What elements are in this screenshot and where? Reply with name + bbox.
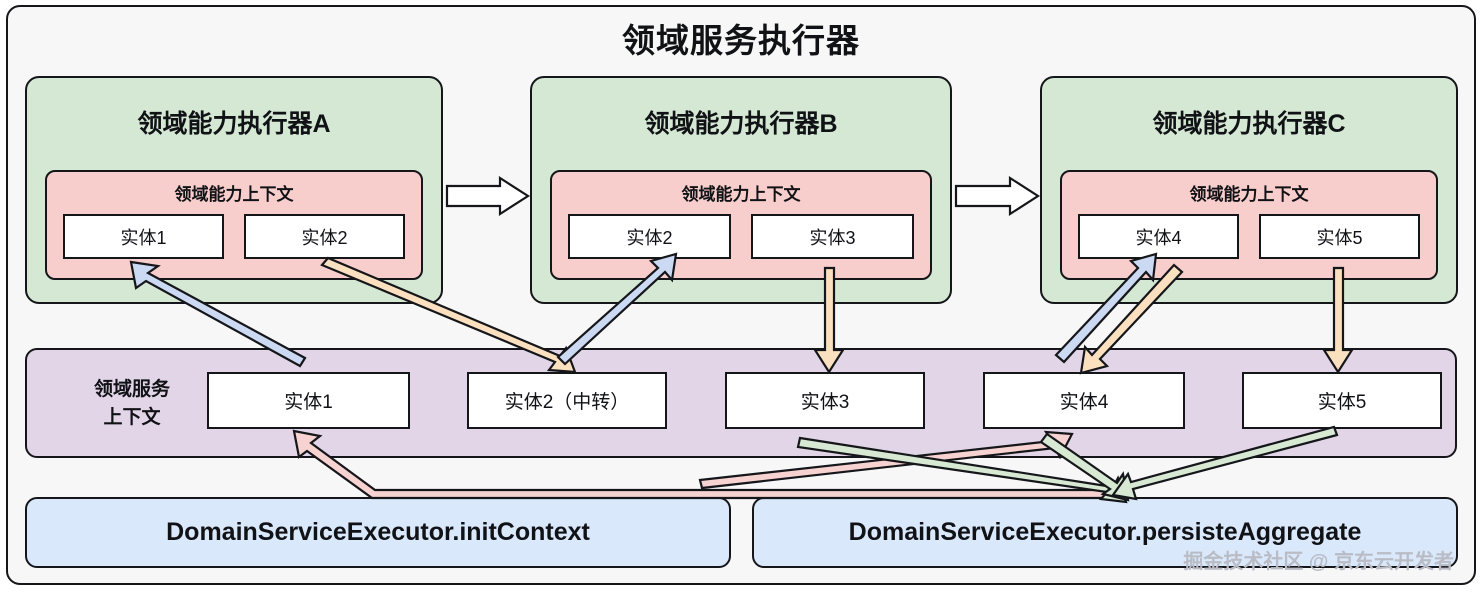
entity-box-c-4[interactable]: 实体4 — [1078, 214, 1239, 259]
capability-context-c-title: 领域能力上下文 — [1189, 185, 1309, 204]
capability-context-a-title: 领域能力上下文 — [174, 185, 294, 204]
domain-service-context-band: 领域服务 上下文 实体1 实体2（中转） 实体3 实体4 实体5 — [25, 348, 1457, 458]
entity-box-c-5[interactable]: 实体5 — [1259, 214, 1420, 259]
domain-service-context-label: 领域服务 上下文 — [57, 376, 207, 432]
service-entity-2-transfer[interactable]: 实体2（中转） — [467, 372, 667, 429]
service-entity-3[interactable]: 实体3 — [725, 372, 925, 429]
method-box-persist-aggregate[interactable]: DomainServiceExecutor.persisteAggregate — [752, 497, 1458, 568]
executor-a-title: 领域能力执行器A — [137, 110, 331, 138]
executor-c-title: 领域能力执行器C — [1152, 110, 1346, 138]
executor-b-title: 领域能力执行器B — [644, 110, 838, 138]
domain-service-context-label-line2: 上下文 — [103, 407, 161, 428]
watermark-text: 掘金技术社区 @ 京东云开发者 — [1183, 551, 1454, 573]
page-title: 领域服务执行器 — [622, 22, 860, 59]
executor-panel-a[interactable]: 领域能力执行器A 领域能力上下文 实体1 实体2 — [25, 76, 443, 304]
entity-box-a-1[interactable]: 实体1 — [63, 214, 224, 259]
capability-context-b: 领域能力上下文 实体2 实体3 — [550, 170, 932, 280]
domain-service-context-label-line1: 领域服务 — [93, 379, 170, 400]
capability-context-b-title: 领域能力上下文 — [681, 185, 801, 204]
service-entity-1[interactable]: 实体1 — [207, 372, 410, 429]
executor-panel-c[interactable]: 领域能力执行器C 领域能力上下文 实体4 实体5 — [1040, 76, 1458, 304]
entity-box-b-3[interactable]: 实体3 — [751, 214, 914, 259]
service-entity-4[interactable]: 实体4 — [983, 372, 1185, 429]
method-box-init-context[interactable]: DomainServiceExecutor.initContext — [25, 497, 731, 568]
capability-context-a: 领域能力上下文 实体1 实体2 — [45, 170, 423, 280]
service-entity-5[interactable]: 实体5 — [1242, 372, 1442, 429]
entity-box-a-2[interactable]: 实体2 — [244, 214, 405, 259]
capability-context-c: 领域能力上下文 实体4 实体5 — [1060, 170, 1438, 280]
entity-box-b-2[interactable]: 实体2 — [568, 214, 731, 259]
executor-panel-b[interactable]: 领域能力执行器B 领域能力上下文 实体2 实体3 — [530, 76, 952, 304]
